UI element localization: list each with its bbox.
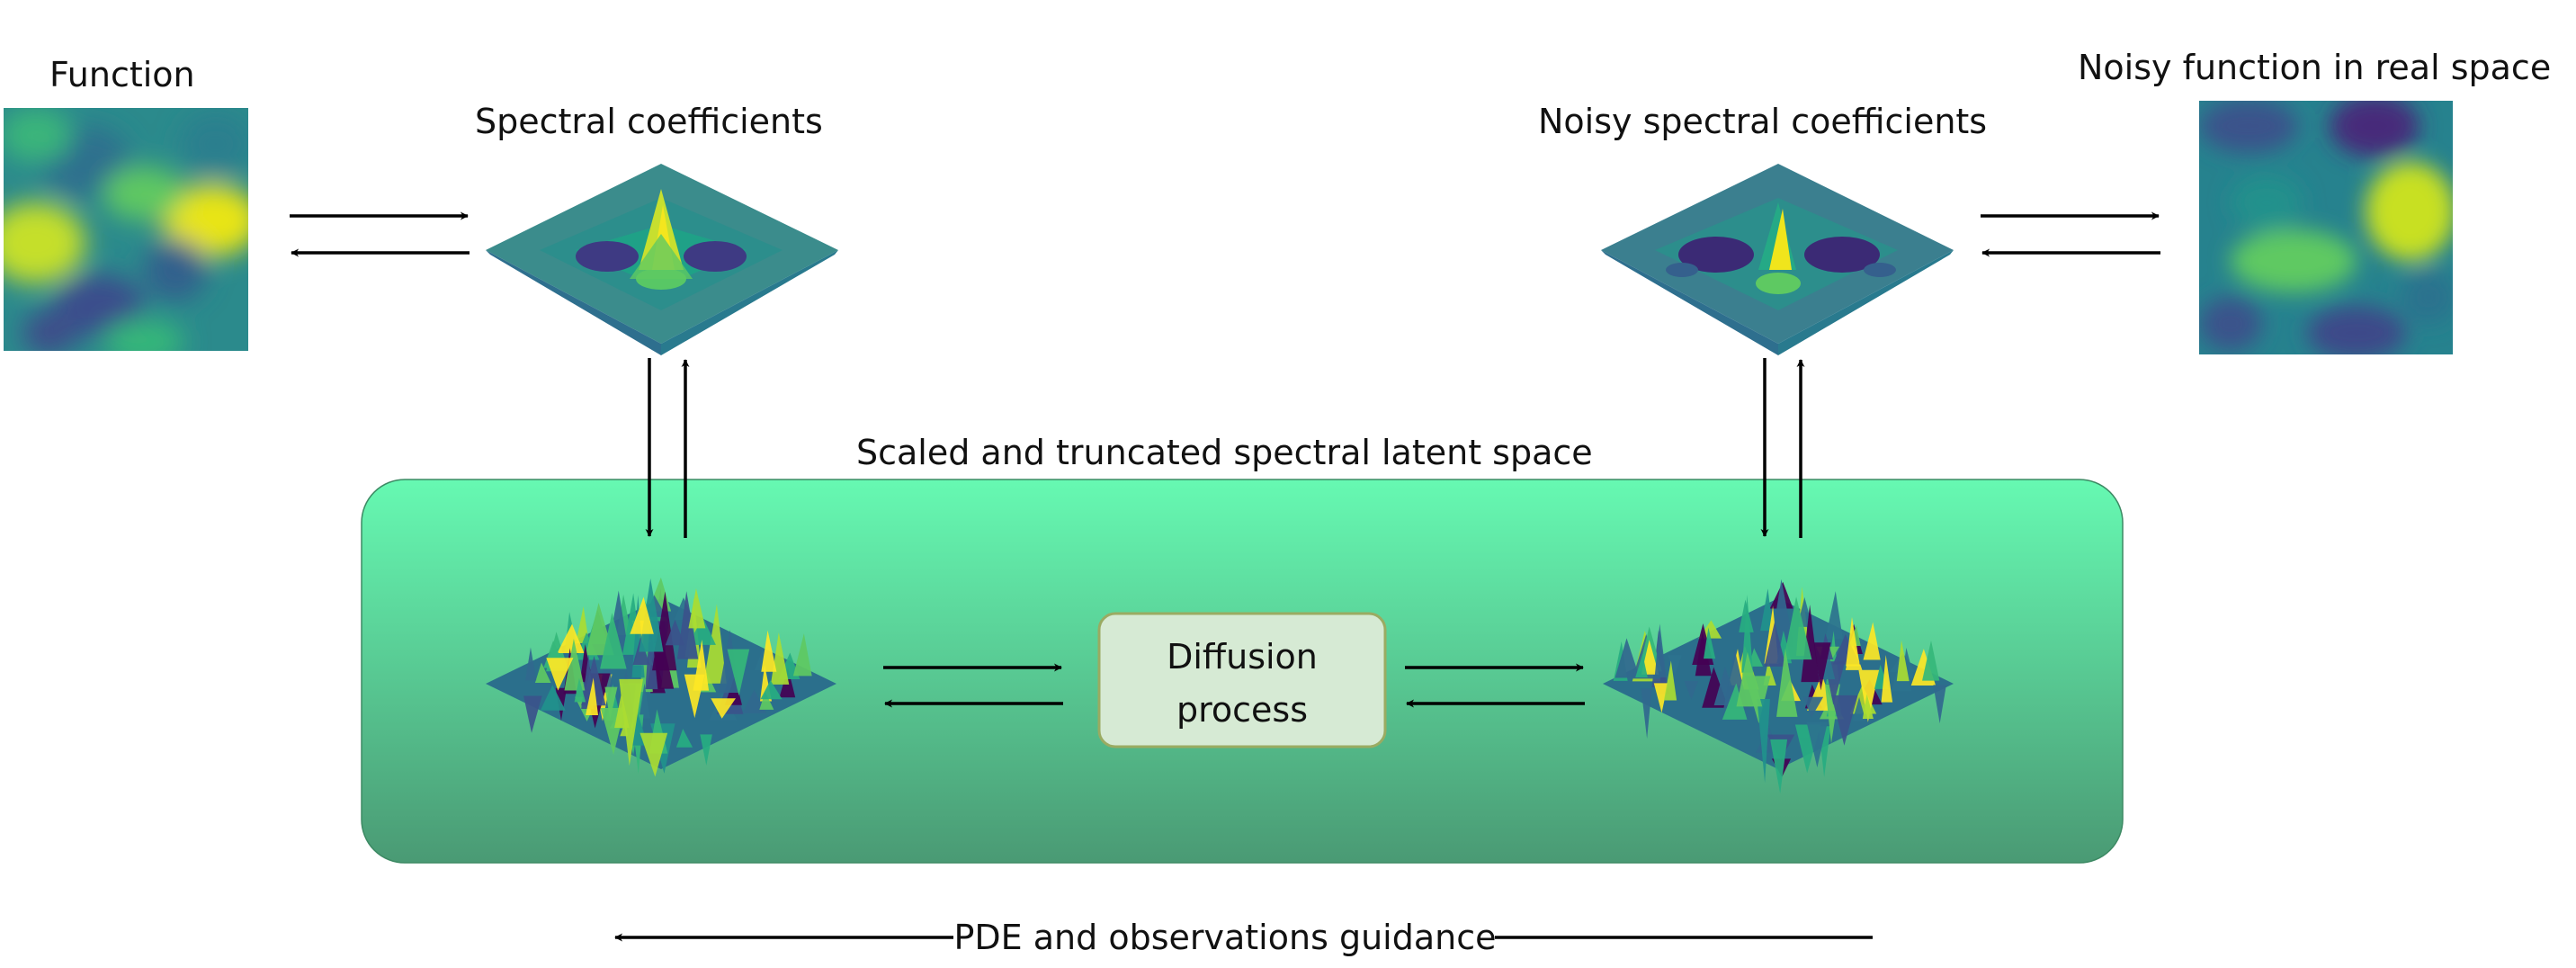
function-heatmap-icon: [4, 108, 248, 351]
spectral-coefficients-title: Spectral coefficients: [475, 102, 823, 141]
guidance-label: PDE and observations guidance: [954, 918, 1497, 957]
function-title: Function: [49, 55, 195, 94]
noisy-function-heatmap-icon: [2199, 101, 2453, 354]
noisy-spectral-coefficients-title: Noisy spectral coefficients: [1538, 102, 1988, 141]
diffusion-label-line2: process: [1176, 690, 1308, 730]
diffusion-label-line1: Diffusion: [1167, 637, 1318, 677]
latent-right-noisy-surface-icon: [1603, 578, 1954, 794]
spectral-surface-plot-icon: [486, 164, 838, 355]
latent-left-noisy-surface-icon: [486, 577, 836, 777]
noisy-function-title: Noisy function in real space: [2078, 48, 2552, 87]
latent-space-title: Scaled and truncated spectral latent spa…: [856, 433, 1593, 472]
diffusion-process-box: [1097, 612, 1387, 748]
noisy-spectral-surface-plot-icon: [1601, 164, 1954, 355]
